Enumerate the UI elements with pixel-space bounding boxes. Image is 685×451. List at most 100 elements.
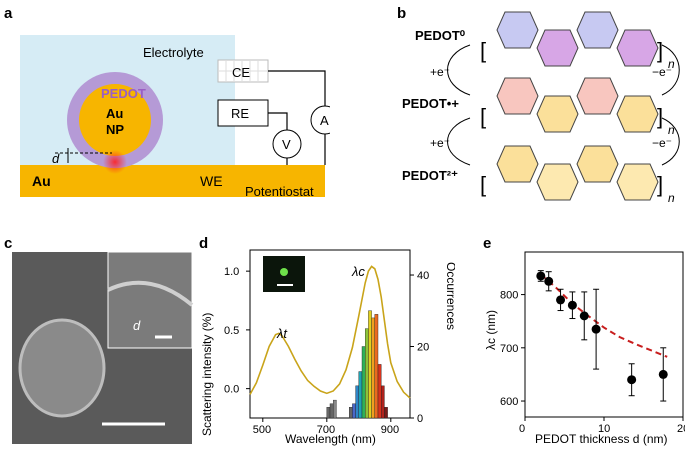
au-np-label-2: NP bbox=[106, 122, 124, 137]
hotspot bbox=[103, 150, 127, 174]
histogram-bar bbox=[380, 385, 385, 419]
electrolyte-label: Electrolyte bbox=[143, 45, 204, 60]
panel-label-c: c bbox=[4, 235, 12, 252]
sem-inset-shell bbox=[107, 280, 194, 307]
y-left-tick-label: 0.5 bbox=[224, 325, 239, 337]
histogram-bar bbox=[326, 407, 331, 419]
sem-inset bbox=[107, 251, 193, 349]
arrow-reduce-1 bbox=[447, 44, 471, 96]
panel-b-svg: b PEDOT⁰ [ ] n PEDOT•+ [ ] n PEDOT²⁺ [ ]… bbox=[397, 5, 680, 205]
y-tick-label: 700 bbox=[500, 343, 518, 355]
x-tick-label: 900 bbox=[381, 424, 399, 436]
lambda-t-label: λt bbox=[276, 326, 288, 341]
xlabel-d: Wavelength (nm) bbox=[285, 432, 376, 446]
panel-c: c d bbox=[0, 230, 195, 446]
arrow-oxidize-2 bbox=[661, 117, 680, 166]
histogram-bar bbox=[377, 364, 382, 419]
data-point bbox=[658, 369, 668, 379]
pedot0-chain: [ ] bbox=[480, 11, 663, 67]
pedot1-chain: [ ] bbox=[480, 77, 663, 133]
y-tick-label: 800 bbox=[500, 290, 518, 302]
pedot2-chain: [ ] bbox=[480, 145, 663, 201]
ammeter-label: A bbox=[320, 113, 329, 128]
x-tick-label: 10 bbox=[598, 423, 610, 435]
n-label-1: n bbox=[668, 123, 675, 137]
ce-mesh bbox=[218, 60, 268, 82]
histogram-bar bbox=[371, 317, 376, 419]
histogram-bar bbox=[332, 399, 337, 419]
voltmeter bbox=[272, 129, 302, 159]
bracket-right-1: ] bbox=[657, 104, 663, 129]
panel-label-e: e bbox=[483, 235, 491, 252]
data-point bbox=[544, 276, 554, 286]
bracket-right-0: ] bbox=[657, 38, 663, 63]
histogram-bar bbox=[364, 328, 369, 419]
panel-label-b: b bbox=[397, 5, 406, 22]
x-tick-label: 500 bbox=[253, 424, 271, 436]
scattering-spectrum-line bbox=[249, 265, 411, 399]
histogram-bar bbox=[348, 407, 353, 419]
arrow-oxidize-1 bbox=[661, 44, 680, 96]
plus-e-2: +e⁻ bbox=[430, 136, 450, 150]
histogram-bar bbox=[355, 385, 360, 419]
histogram-bar bbox=[361, 346, 366, 419]
re-label: RE bbox=[231, 106, 249, 121]
voltmeter-label: V bbox=[282, 137, 291, 152]
histogram-bar bbox=[374, 314, 379, 419]
data-point bbox=[556, 295, 566, 305]
au-substrate bbox=[20, 165, 325, 197]
bracket-left-0: [ bbox=[480, 38, 486, 63]
data-point bbox=[627, 375, 637, 385]
state-label-0: PEDOT⁰ bbox=[415, 28, 466, 43]
y-tick-label: 600 bbox=[500, 396, 518, 408]
au-substrate-label: Au bbox=[32, 173, 51, 189]
lambda-c-label: λc bbox=[351, 264, 365, 279]
histogram-bar bbox=[329, 403, 334, 419]
y-left-tick-label: 0.0 bbox=[224, 384, 239, 396]
x-tick-label: 20 bbox=[677, 423, 685, 435]
fit-curve bbox=[540, 273, 668, 358]
histogram-bar bbox=[358, 371, 363, 419]
data-point bbox=[579, 311, 589, 321]
state-label-1: PEDOT•+ bbox=[402, 96, 459, 111]
x-tick-label: 0 bbox=[519, 423, 525, 435]
panel-a: a Electrolyte Au WE PEDOT Au NP d CE RE … bbox=[0, 0, 340, 200]
panel-e: e 0 10 20 600 700 800 λc (nm) PEDOT thickness… bbox=[455, 230, 685, 446]
inset-d-label: d bbox=[133, 318, 141, 333]
minus-e-1: −e⁻ bbox=[652, 65, 672, 79]
n-label-0: n bbox=[668, 57, 675, 71]
minus-e-2: −e⁻ bbox=[652, 136, 672, 150]
panel-b: b PEDOT⁰ [ ] n PEDOT•+ [ ] n PEDOT²⁺ [ ]… bbox=[340, 0, 685, 215]
ylabel-e: λc (nm) bbox=[484, 310, 498, 350]
sem-particle bbox=[18, 318, 106, 418]
we-label: WE bbox=[200, 173, 223, 189]
bracket-left-2: [ bbox=[480, 172, 486, 197]
ce-label: CE bbox=[232, 65, 250, 80]
circuit-wires bbox=[268, 70, 326, 165]
pedot-label: PEDOT bbox=[101, 86, 146, 101]
histogram-bar bbox=[352, 403, 356, 419]
plus-e-1: +e⁻ bbox=[430, 65, 450, 79]
x-tick-label: 700 bbox=[317, 424, 335, 436]
y-left-tick-label: 1.0 bbox=[224, 266, 239, 278]
panel-label-a: a bbox=[4, 5, 13, 22]
histogram-bar bbox=[384, 407, 388, 419]
arrow-reduce-2 bbox=[447, 117, 471, 166]
ylabel-left: Scattering intensity (%) bbox=[200, 313, 214, 436]
au-nanoparticle bbox=[79, 84, 151, 156]
histogram-bar bbox=[368, 310, 372, 419]
xlabel-e: PEDOT thickness d (nm) bbox=[535, 432, 667, 446]
n-label-2: n bbox=[668, 191, 675, 205]
gap-d-label: d bbox=[52, 151, 60, 166]
emission-spot bbox=[280, 268, 288, 276]
ylabel-right: Occurrences bbox=[444, 262, 455, 330]
data-point bbox=[567, 300, 577, 310]
panel-label-d: d bbox=[199, 235, 208, 252]
bracket-left-1: [ bbox=[480, 104, 486, 129]
panel-e-svg: e 0 10 20 600 700 800 λc (nm) PEDOT thickness… bbox=[483, 235, 685, 446]
y-right-tick-label: 0 bbox=[417, 413, 423, 425]
panel-c-svg: c d bbox=[4, 235, 194, 444]
data-point bbox=[536, 271, 546, 281]
